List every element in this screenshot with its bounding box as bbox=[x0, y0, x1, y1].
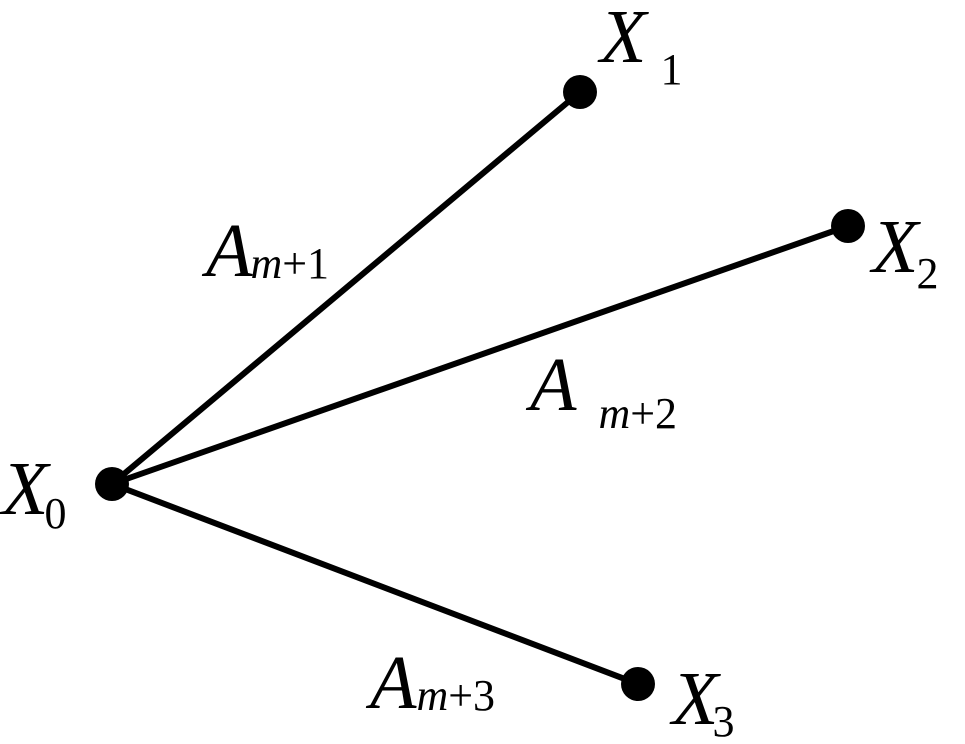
node-label-x2: X2 bbox=[869, 205, 938, 298]
edge-label-a-m-plus-3: Am+3 bbox=[365, 641, 495, 725]
edge-x0-x1 bbox=[109, 89, 583, 487]
node-label-x0: X0 bbox=[0, 447, 66, 538]
node-x0 bbox=[95, 467, 129, 501]
node-label-x3: X3 bbox=[669, 657, 734, 744]
node-x3 bbox=[621, 667, 655, 701]
node-x2 bbox=[831, 209, 865, 243]
edge-x0-x2 bbox=[109, 223, 851, 487]
edge-x0-x3 bbox=[109, 481, 641, 687]
edge-label-a-m-plus-1: Am+1 bbox=[201, 209, 329, 293]
node-x1 bbox=[563, 75, 597, 109]
